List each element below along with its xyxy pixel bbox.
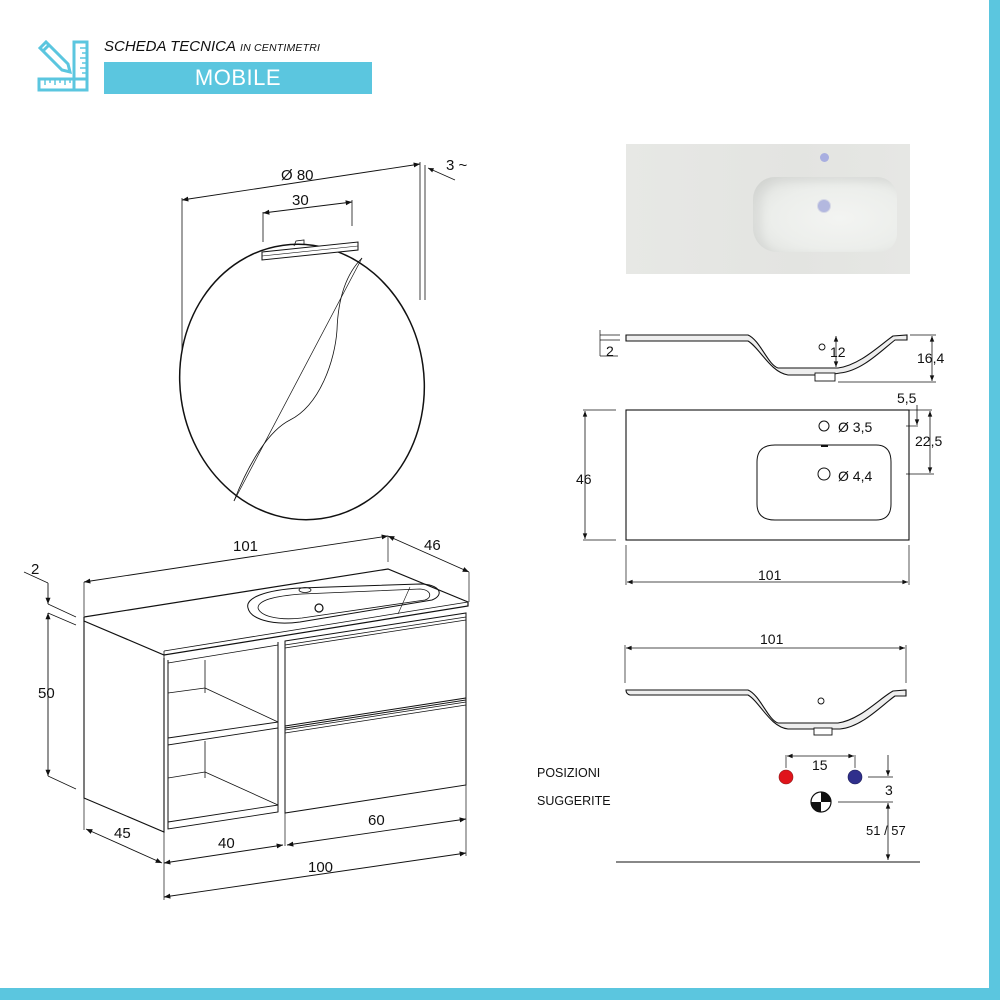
mirror-depth-label: 3 ~ (446, 157, 468, 174)
drain-position-icon (810, 791, 832, 813)
basin-section-thickness-label: 2 (606, 343, 614, 359)
basin-photo-bowl (753, 177, 897, 252)
basin-front-width-label: 101 (760, 631, 784, 647)
mirror-diameter-label: Ø 80 (281, 167, 314, 184)
hot-water-position-icon (778, 769, 794, 785)
basin-plan-depth-label: 46 (576, 471, 592, 487)
basin-plan-tap-offset-label: 5,5 (897, 390, 917, 406)
basin-section-total-height-label: 16,4 (917, 350, 944, 366)
basin-front-drawing (624, 645, 907, 736)
cold-water-position-icon (847, 769, 863, 785)
cabinet-side-depth-label: 45 (114, 825, 131, 842)
cabinet-drawing (23, 534, 470, 900)
cabinet-height-label: 50 (38, 685, 55, 702)
section-band-label: MOBILE (194, 65, 282, 90)
sheet-title-text: SCHEDA TECNICA (104, 38, 236, 55)
basin-plan-drawing (582, 405, 934, 585)
cabinet-top-thickness-label: 2 (31, 561, 39, 578)
cabinet-top-depth-label: 46 (424, 537, 441, 554)
frame-border-right (989, 0, 1000, 1000)
positions-spacing-label: 15 (812, 757, 828, 773)
positions-height-label: 51 / 57 (866, 823, 906, 838)
cabinet-open-section-width-label: 40 (218, 835, 235, 852)
cabinet-top-width-label: 101 (233, 538, 258, 555)
basin-photo-tap-hole (820, 153, 829, 162)
basin-section-bowl-depth-label: 12 (830, 344, 846, 360)
basin-plan-drain-offset-label: 22,5 (915, 433, 942, 449)
basin-section-drawing (599, 330, 936, 383)
positions-label-line2: SUGGERITE (537, 794, 611, 808)
unit-note: IN CENTIMETRI (239, 42, 321, 54)
cabinet-base-width-label: 100 (308, 859, 333, 876)
basin-photo-drain (818, 200, 830, 212)
basin-plan-tap-hole-label: Ø 3,5 (838, 419, 872, 435)
basin-plan-drain-label: Ø 4,4 (838, 468, 872, 484)
suggested-positions-drawing (616, 753, 920, 863)
frame-border-bottom (0, 988, 1000, 1000)
section-band: MOBILE (104, 62, 372, 94)
cabinet-drawer-section-width-label: 60 (368, 812, 385, 829)
mirror-lamp-width-label: 30 (292, 192, 309, 209)
basin-plan-width-label: 101 (758, 567, 782, 583)
positions-label-line1: POSIZIONI (537, 766, 601, 780)
mirror-drawing (178, 162, 456, 521)
ruler-pencil-icon (37, 39, 89, 92)
positions-offset-label: 3 (885, 782, 893, 798)
